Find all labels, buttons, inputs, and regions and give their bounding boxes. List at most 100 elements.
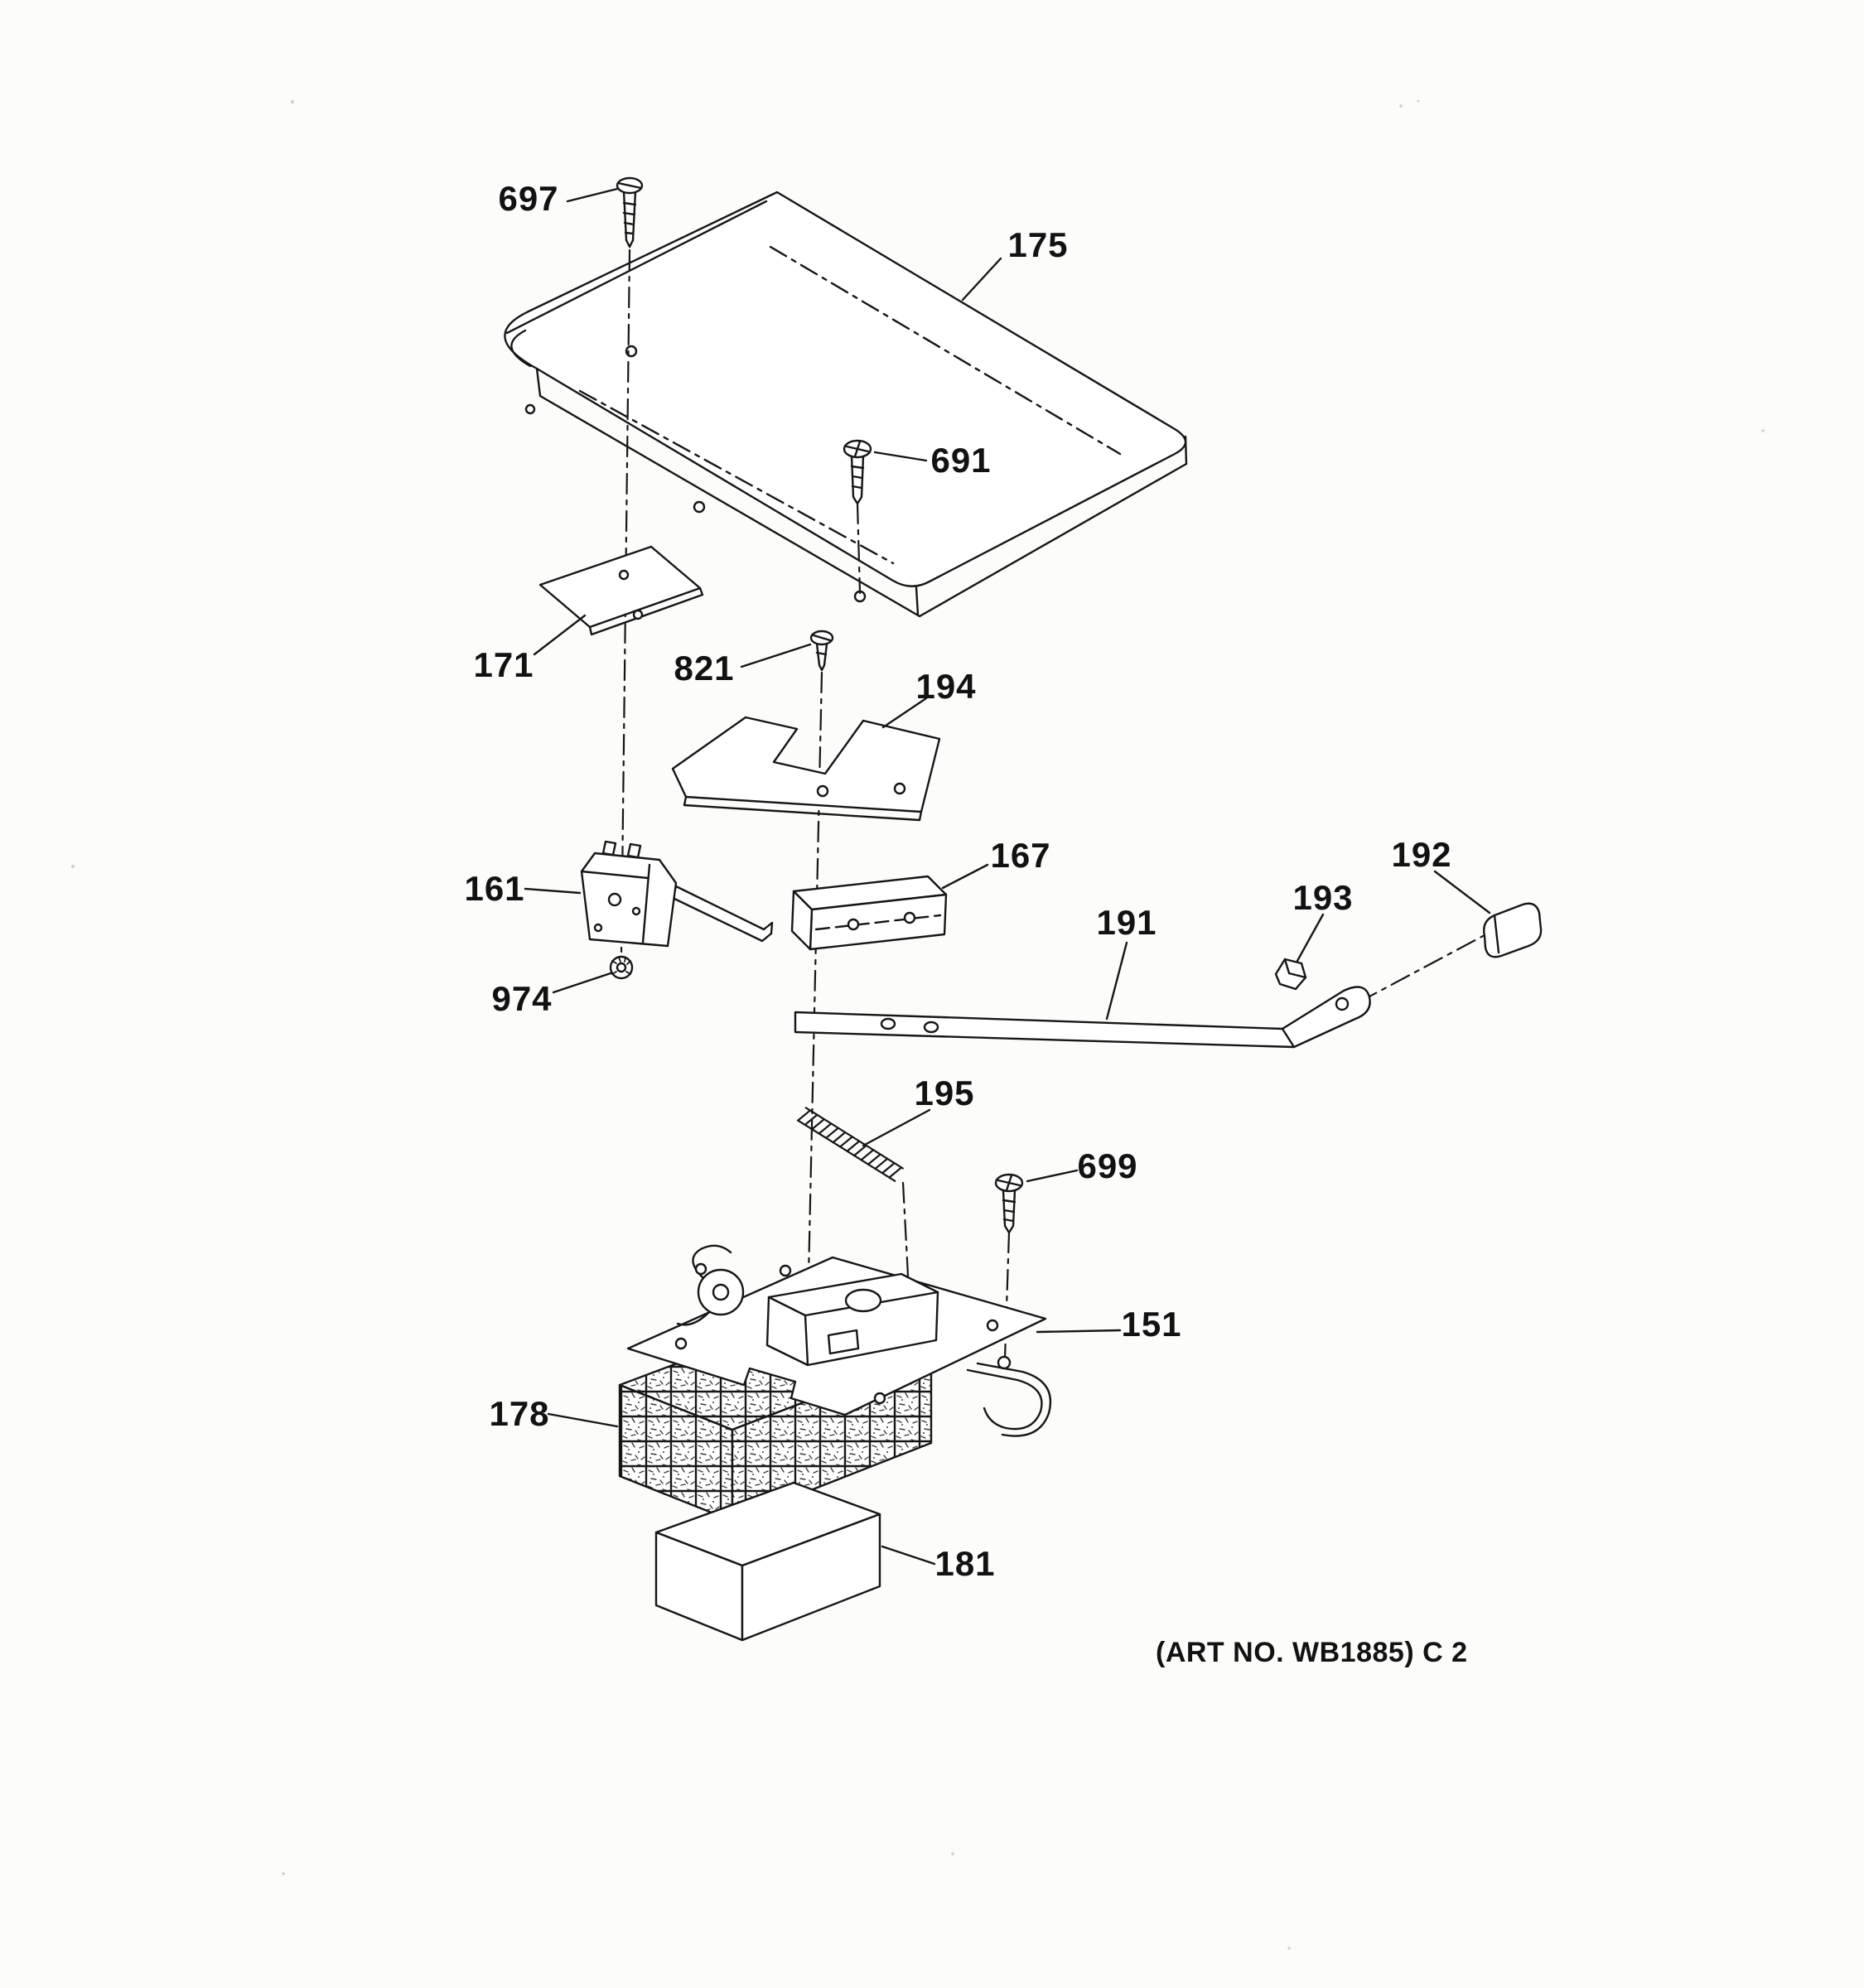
leader-line-181 xyxy=(881,1545,936,1566)
switch-body xyxy=(580,852,678,948)
bracket-hole xyxy=(816,784,829,798)
part-label-195: 195 xyxy=(914,1074,975,1112)
part-195-spring xyxy=(797,1107,904,1182)
switch-hole xyxy=(631,906,641,916)
screw-slot xyxy=(812,634,832,642)
centerline-821-latch xyxy=(807,671,823,1279)
part-167-bracket xyxy=(790,875,948,951)
cover-bend-line-2 xyxy=(578,389,895,565)
part-label-974: 974 xyxy=(491,979,553,1018)
bracket-hole xyxy=(893,782,906,795)
leader-lines xyxy=(524,187,1491,1566)
lock-cam-lever xyxy=(676,1310,711,1326)
spring-coils xyxy=(797,1109,903,1179)
nut-center xyxy=(616,962,627,973)
part-label-821: 821 xyxy=(674,649,735,688)
screw-shaft xyxy=(622,190,637,248)
plate-hole xyxy=(618,569,630,581)
leader-line-195 xyxy=(862,1108,931,1147)
leader-line-821 xyxy=(740,643,812,668)
part-181-box xyxy=(654,1481,881,1642)
plate-hole xyxy=(873,1392,886,1405)
part-699-screw xyxy=(994,1173,1024,1234)
part-label-151: 151 xyxy=(1121,1305,1182,1344)
part-193-clip xyxy=(1274,958,1307,991)
rod-bend-line xyxy=(1281,1027,1296,1049)
part-161-switch xyxy=(580,840,774,948)
rod-outline xyxy=(794,986,1371,1049)
part-label-178: 178 xyxy=(489,1394,550,1433)
screw-cross xyxy=(845,440,870,458)
screw-shaft xyxy=(815,642,828,672)
leader-line-974 xyxy=(552,972,612,994)
plate-hole xyxy=(632,609,644,620)
part-label-192: 192 xyxy=(1391,835,1452,874)
art-number-note: (ART NO. WB1885) C 2 xyxy=(1156,1637,1468,1668)
leader-line-167 xyxy=(941,863,989,890)
leader-line-699 xyxy=(1026,1169,1079,1183)
plate-face xyxy=(538,545,702,629)
leader-line-192 xyxy=(1433,870,1491,914)
rod-hole xyxy=(1335,996,1350,1011)
centerline-691 xyxy=(856,502,862,595)
rod-hole xyxy=(880,1017,896,1030)
plate-hole xyxy=(674,1337,688,1350)
bracket-rib xyxy=(814,914,942,931)
lock-center-bracket xyxy=(765,1272,939,1367)
switch-lever xyxy=(671,885,774,943)
cover-hole xyxy=(693,500,706,514)
bracket-side-face xyxy=(790,890,814,951)
part-label-697: 697 xyxy=(498,179,559,218)
leader-line-175 xyxy=(961,257,1002,302)
lock-cam-pin xyxy=(694,1262,707,1276)
switch-seam xyxy=(580,863,651,944)
part-171-plate xyxy=(538,545,704,636)
cover-outline xyxy=(504,191,1187,587)
centerline-699 xyxy=(1003,1231,1011,1360)
bracket-edge xyxy=(683,795,923,822)
part-192-end-cap xyxy=(1483,902,1543,958)
part-label-167: 167 xyxy=(990,836,1051,875)
part-label-691: 691 xyxy=(930,441,992,480)
part-label-191: 191 xyxy=(1096,903,1157,942)
part-label-699: 699 xyxy=(1077,1146,1138,1185)
lock-hook xyxy=(966,1362,1052,1437)
box-right-face xyxy=(741,1513,881,1642)
leader-line-193 xyxy=(1296,913,1325,963)
cap-seam xyxy=(1493,914,1500,954)
part-label-181: 181 xyxy=(934,1544,996,1583)
screw-shaft xyxy=(850,455,865,505)
leader-line-151 xyxy=(1036,1329,1122,1334)
plate-hole xyxy=(986,1319,999,1332)
cover-flange xyxy=(535,367,1188,618)
cover-bend-line-1 xyxy=(769,245,1122,456)
part-697-screw xyxy=(616,176,644,248)
cap-outline xyxy=(1483,902,1543,958)
leader-line-697 xyxy=(566,187,619,203)
plate-edge xyxy=(588,586,704,636)
part-974-nut xyxy=(609,955,634,980)
cover-inner-edge xyxy=(505,200,768,368)
screw-slot xyxy=(616,181,643,190)
part-175-top-cover xyxy=(504,191,1188,618)
part-label-194: 194 xyxy=(915,667,977,706)
nut-serrations xyxy=(611,957,631,975)
leader-line-194 xyxy=(881,697,928,729)
switch-hole xyxy=(607,892,622,907)
lock-cam-spiral xyxy=(692,1244,732,1279)
part-151-lock-assembly xyxy=(626,1244,1052,1437)
part-691-screw xyxy=(843,439,872,505)
leader-line-171 xyxy=(533,614,587,656)
centerline-rod-cap xyxy=(1357,934,1485,1004)
leader-line-161 xyxy=(524,887,582,895)
part-194-bracket xyxy=(671,716,941,822)
bracket-face xyxy=(671,716,941,813)
rod-hole xyxy=(923,1021,939,1034)
leader-line-178 xyxy=(547,1412,619,1428)
centerline-spring-latch xyxy=(901,1181,910,1277)
switch-hole xyxy=(593,923,603,933)
leader-line-691 xyxy=(873,451,928,462)
lock-center-hole xyxy=(844,1288,882,1313)
